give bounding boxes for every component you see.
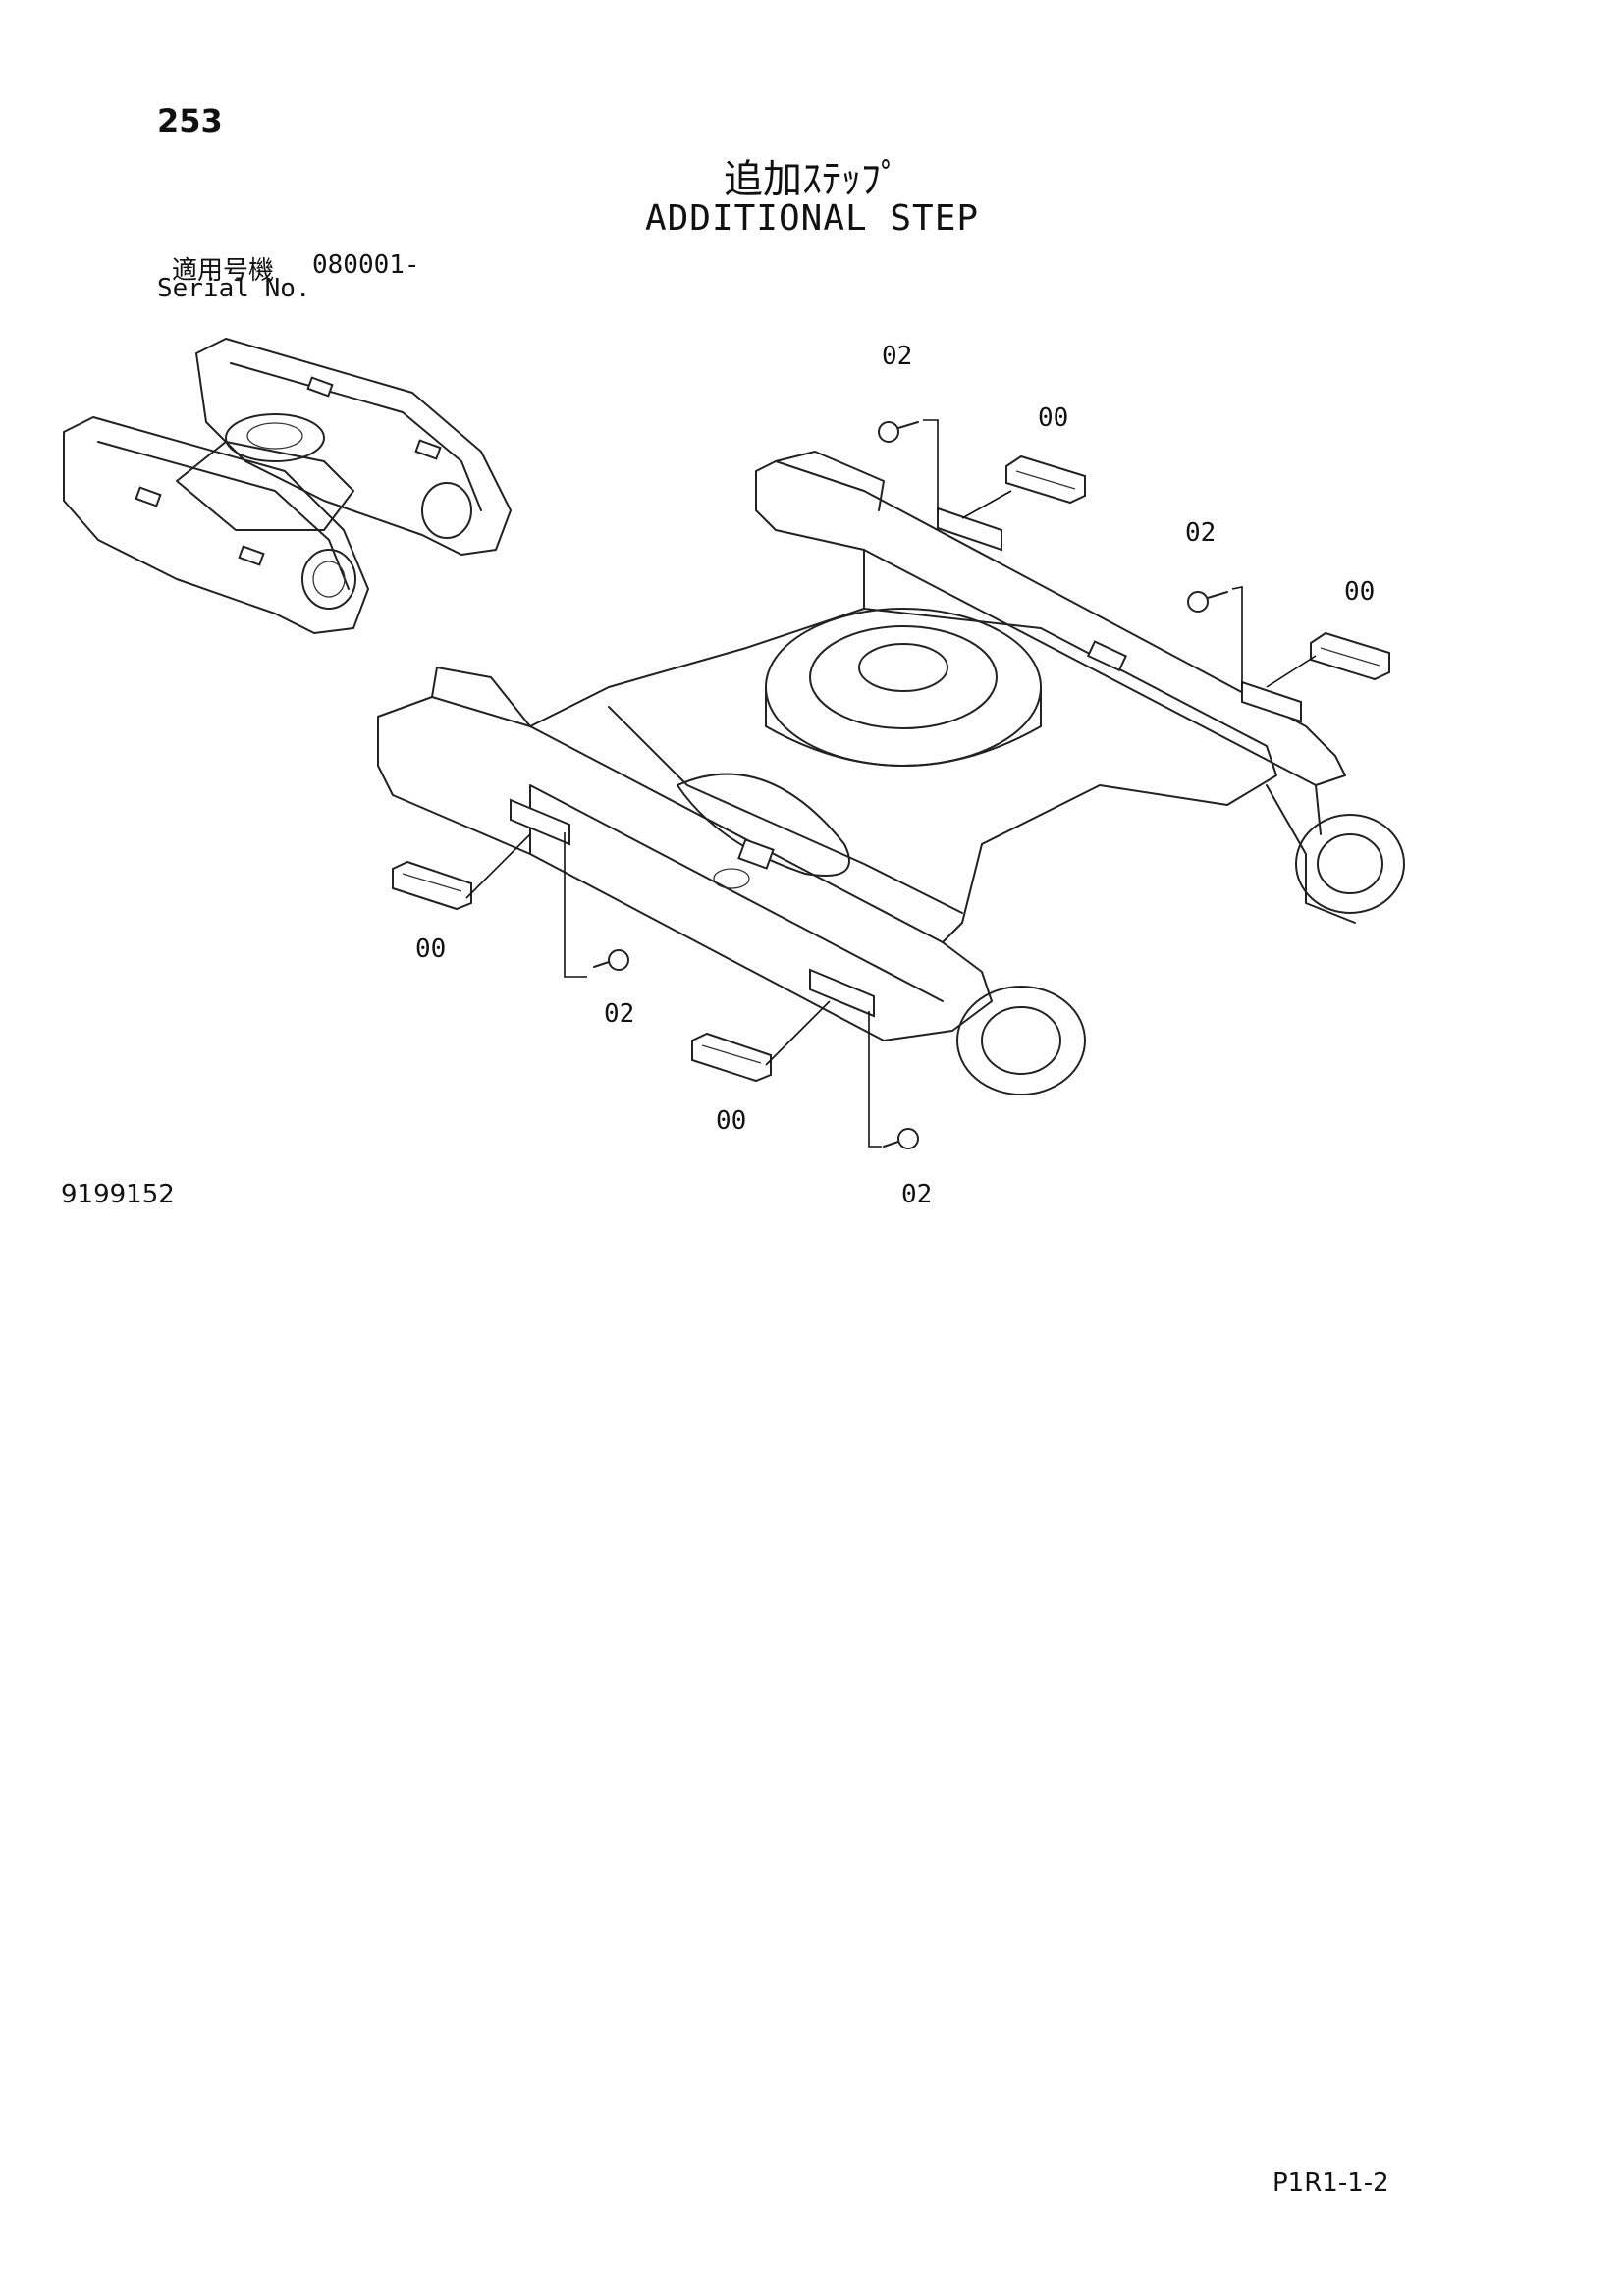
callout-bolt-left: 02	[604, 999, 635, 1029]
serial-label-japanese: 適用号機	[172, 256, 275, 286]
page-number: 253	[157, 102, 223, 139]
overview-undercarriage-inset	[63, 338, 512, 634]
callout-bolt-top: 02	[882, 342, 913, 371]
callout-step-bottom: 00	[716, 1106, 747, 1136]
serial-range: 080001-	[312, 250, 420, 280]
step-part-bottom	[691, 1032, 772, 1083]
bolt-part-left	[593, 949, 629, 971]
callout-step-right: 00	[1344, 577, 1376, 607]
leader-lines	[465, 419, 1317, 1148]
bolt-part-top	[878, 421, 919, 443]
bolt-part-bottom	[883, 1128, 919, 1149]
frame-step-brackets	[510, 507, 1302, 1018]
callout-step-top: 00	[1038, 403, 1069, 433]
callout-bolt-bottom: 02	[901, 1180, 933, 1209]
track-frame	[377, 451, 1405, 1095]
drawing-number: 9199152	[61, 1180, 175, 1209]
step-part-top	[1005, 454, 1086, 505]
step-part-left	[392, 860, 472, 911]
serial-label-english: Serial No.	[157, 274, 311, 303]
callout-bolt-right: 02	[1185, 518, 1217, 548]
title-english: ADDITIONAL STEP	[644, 198, 980, 239]
bolt-part-right	[1187, 591, 1228, 613]
title-japanese: 追加ｽﾃｯﾌﾟ	[724, 157, 900, 202]
callout-step-left: 00	[415, 934, 447, 964]
sheet-code: P1R1-1-2	[1272, 2168, 1389, 2198]
step-part-right	[1310, 631, 1390, 681]
